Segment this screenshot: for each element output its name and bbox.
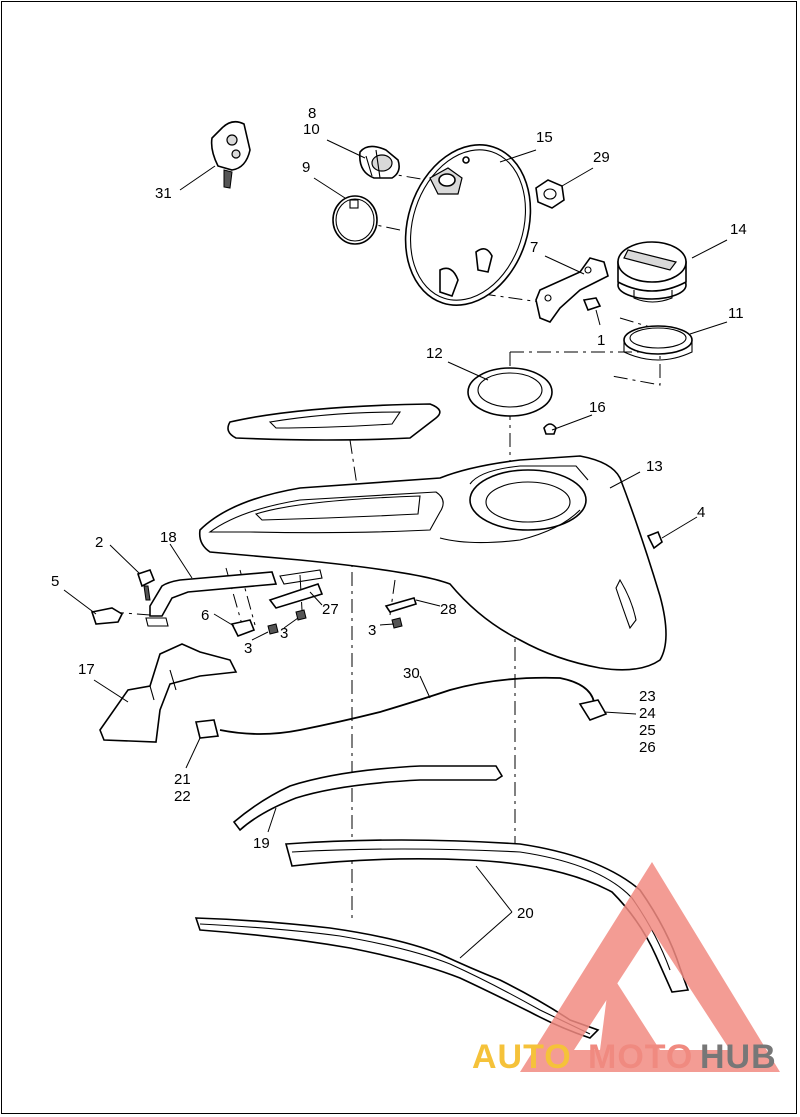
- callout-3b: 3: [280, 625, 288, 642]
- screw-4-part: [646, 530, 663, 550]
- console-part: [198, 455, 667, 671]
- callout-18: 18: [160, 529, 177, 546]
- callout-7: 7: [530, 239, 538, 256]
- callout-5: 5: [51, 573, 59, 590]
- callout-27: 27: [322, 601, 339, 618]
- callout-17: 17: [78, 661, 95, 678]
- hex-nut-part: [535, 179, 565, 209]
- callout-11: 11: [728, 305, 744, 322]
- watermark-triangle-icon: [520, 862, 780, 1072]
- ring-seal-part: [467, 367, 553, 417]
- watermark-hub: HUB: [700, 1038, 777, 1076]
- callout-4: 4: [697, 504, 705, 521]
- callout-19: 19: [253, 835, 270, 852]
- callouts: 1 2 3 3 3 4 5 6 7 8 9 10 11 12 13 14 15 …: [51, 105, 747, 922]
- tab-27-part: [268, 583, 324, 609]
- callout-29: 29: [593, 149, 610, 166]
- callout-2: 2: [95, 534, 103, 551]
- screw-3a-part: [267, 623, 279, 635]
- screw-3c-part: [391, 617, 403, 629]
- callout-10: 10: [303, 121, 320, 138]
- callout-14: 14: [730, 221, 747, 238]
- plug-part: [543, 423, 557, 435]
- console-insert-part: [227, 403, 441, 441]
- o-ring-part: [332, 195, 378, 245]
- fuel-cap-part: [617, 241, 687, 303]
- screw-3b-part: [295, 609, 307, 621]
- clip-6-part: [230, 619, 256, 638]
- callout-23: 23: [639, 688, 656, 705]
- watermark-logo: [520, 862, 780, 1072]
- callout-26: 26: [639, 739, 656, 756]
- screw-part: [582, 297, 602, 311]
- callout-1: 1: [597, 332, 605, 349]
- callout-20: 20: [517, 905, 534, 922]
- callout-16: 16: [589, 399, 606, 416]
- callout-3c: 3: [368, 622, 376, 639]
- callout-30: 30: [403, 665, 420, 682]
- bolt-part: [136, 569, 156, 588]
- callout-31: 31: [155, 185, 172, 202]
- lock-cylinder-part: [358, 145, 400, 179]
- leader-lines: [63, 139, 728, 959]
- callout-21: 21: [174, 771, 191, 788]
- wire-harness-part: [195, 676, 608, 739]
- watermark-auto: AUTO: [472, 1038, 572, 1076]
- door-plate-part: [404, 144, 532, 306]
- key-fob-part: [210, 120, 251, 189]
- callout-9: 9: [302, 159, 310, 176]
- callout-6: 6: [201, 607, 209, 624]
- latch-bracket-part: [535, 257, 609, 323]
- cap-gasket-part: [623, 325, 693, 361]
- callout-12: 12: [426, 345, 443, 362]
- callout-24: 24: [639, 705, 656, 722]
- callout-25: 25: [639, 722, 656, 739]
- watermark-moto: MOTO: [588, 1038, 693, 1076]
- tab-28-part: [384, 597, 418, 613]
- callout-8: 8: [308, 105, 316, 122]
- callout-28: 28: [440, 601, 457, 618]
- callout-15: 15: [536, 129, 553, 146]
- tube-part: [232, 765, 504, 832]
- trim-strip-lower-part: [194, 917, 600, 1039]
- clip-nut-part: [90, 607, 124, 625]
- mount-bracket-part: [99, 643, 238, 743]
- callout-3a: 3: [244, 640, 252, 657]
- support-bracket-part: [145, 571, 278, 627]
- callout-22: 22: [174, 788, 191, 805]
- callout-13: 13: [646, 458, 663, 475]
